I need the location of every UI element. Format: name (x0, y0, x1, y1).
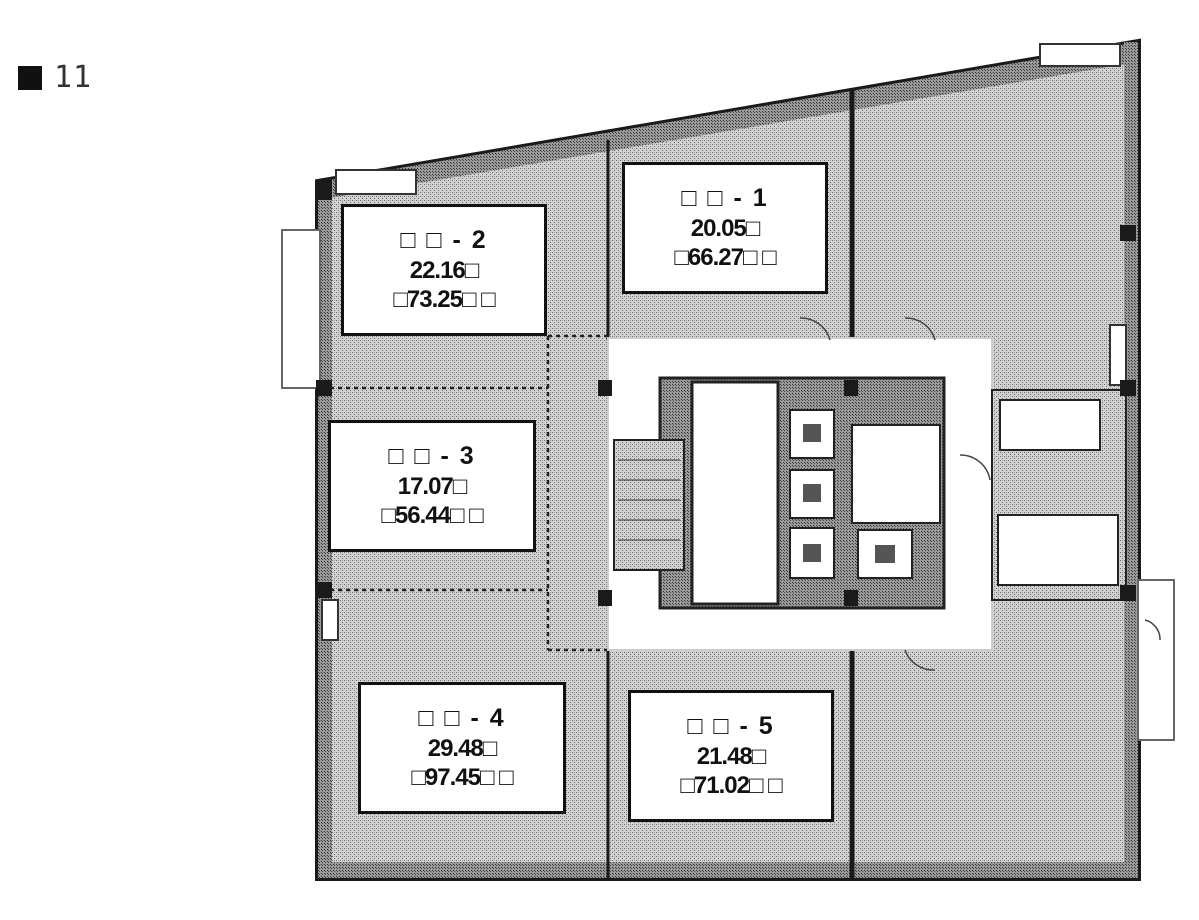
tenant-boundaries (322, 334, 608, 652)
window-ne (1039, 43, 1121, 67)
window-w (321, 599, 339, 641)
unit-label-4: □ □ - 4 29.48□ □97.45□ □ (358, 682, 566, 814)
unit-name: □ □ - 1 (681, 184, 769, 213)
core-shaft (690, 380, 780, 606)
unit-name: □ □ - 5 (687, 712, 775, 741)
core-room-lobby (851, 424, 941, 524)
core-stair-west (613, 439, 685, 571)
unit-label-2: □ □ - 2 22.16□ □73.25□ □ (341, 204, 547, 336)
columns (316, 180, 1136, 606)
unit-name: □ □ - 2 (400, 226, 488, 255)
elevator-marks (803, 424, 895, 563)
right-wall (1124, 42, 1138, 878)
unit-area-tsubo: □71.02□ □ (680, 772, 782, 800)
facade-band (318, 42, 1138, 200)
window-e (1109, 324, 1127, 386)
unit-label-1: □ □ - 1 20.05□ □66.27□ □ (622, 162, 828, 294)
unit-area-m2: 21.48□ (696, 742, 767, 770)
floor-heading: 11 (18, 60, 92, 95)
bottom-wall (318, 862, 1138, 878)
east-service-room (997, 514, 1119, 586)
east-outcrop (1137, 579, 1175, 741)
west-outcrop (281, 229, 321, 389)
door-swings (799, 317, 1161, 671)
unit-area-m2: 17.07□ (397, 472, 468, 500)
unit-label-5: □ □ - 5 21.48□ □71.02□ □ (628, 690, 834, 822)
unit-area-m2: 22.16□ (409, 256, 480, 284)
unit-area-tsubo: □73.25□ □ (393, 286, 495, 314)
unit-area-m2: 20.05□ (690, 214, 761, 242)
unit-area-m2: 29.48□ (427, 734, 498, 762)
floor-marker-icon (18, 65, 42, 90)
window-nw (335, 169, 417, 195)
unit-label-3: □ □ - 3 17.07□ □56.44□ □ (328, 420, 536, 552)
left-wall (318, 190, 332, 878)
unit-area-tsubo: □66.27□ □ (674, 244, 776, 272)
unit-area-tsubo: □56.44□ □ (381, 502, 483, 530)
stair-treads (618, 459, 680, 541)
unit-area-tsubo: □97.45□ □ (411, 764, 513, 792)
east-wc (999, 399, 1101, 451)
unit-name: □ □ - 4 (418, 704, 506, 733)
floor-number: 11 (54, 60, 93, 95)
unit-name: □ □ - 3 (388, 442, 476, 471)
